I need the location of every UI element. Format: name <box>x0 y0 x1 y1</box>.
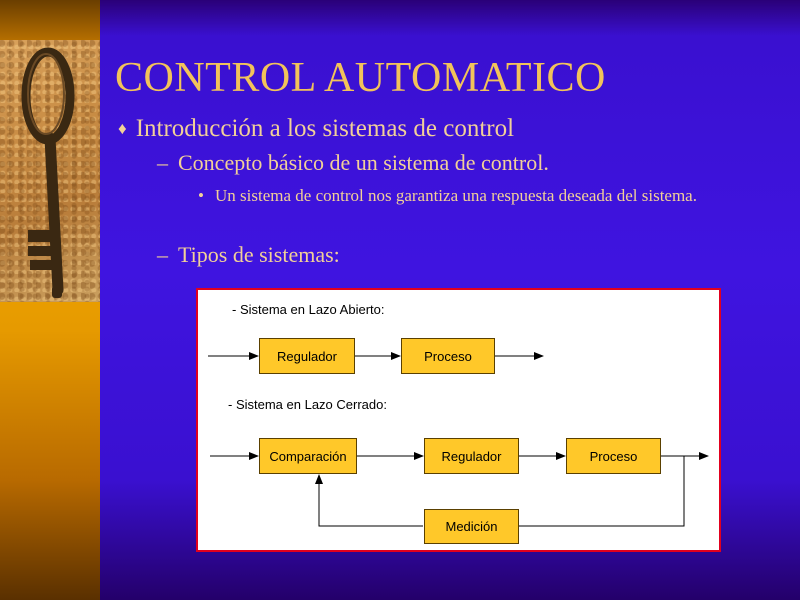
bullet-text: Tipos de sistemas: <box>178 242 340 267</box>
dash-bullet-icon: – <box>157 150 168 175</box>
feedback-block-medicion: Medición <box>424 509 519 544</box>
closed-block-comparacion: Comparación <box>259 438 357 474</box>
bullet-level3: • Un sistema de control nos garantiza una… <box>198 185 773 206</box>
control-system-diagram: - Sistema en Lazo Abierto: Regulador Pro… <box>196 288 721 552</box>
dot-bullet-icon: • <box>198 185 204 206</box>
bullet-text: Un sistema de control nos garantiza una … <box>215 185 773 206</box>
bullet-level2: –Tipos de sistemas: <box>157 242 340 268</box>
sidebar-band <box>0 0 100 600</box>
closed-block-regulador: Regulador <box>424 438 519 474</box>
closed-loop-label: - Sistema en Lazo Cerrado: <box>228 397 387 412</box>
feedback-in-arrow <box>319 475 423 526</box>
bullet-level2: –Concepto básico de un sistema de contro… <box>157 150 549 176</box>
open-loop-label: - Sistema en Lazo Abierto: <box>232 302 384 317</box>
open-block-proceso: Proceso <box>401 338 495 374</box>
bullet-text: Introducción a los sistemas de control <box>136 115 514 142</box>
closed-block-proceso: Proceso <box>566 438 661 474</box>
dash-bullet-icon: – <box>157 242 168 267</box>
diamond-bullet-icon: ♦ <box>118 119 127 138</box>
open-block-regulador: Regulador <box>259 338 355 374</box>
key-image <box>0 40 100 302</box>
bullet-level1: ♦ Introducción a los sistemas de control <box>118 115 514 143</box>
slide-title: CONTROL AUTOMATICO <box>115 54 606 102</box>
bullet-text: Concepto básico de un sistema de control… <box>178 150 549 175</box>
